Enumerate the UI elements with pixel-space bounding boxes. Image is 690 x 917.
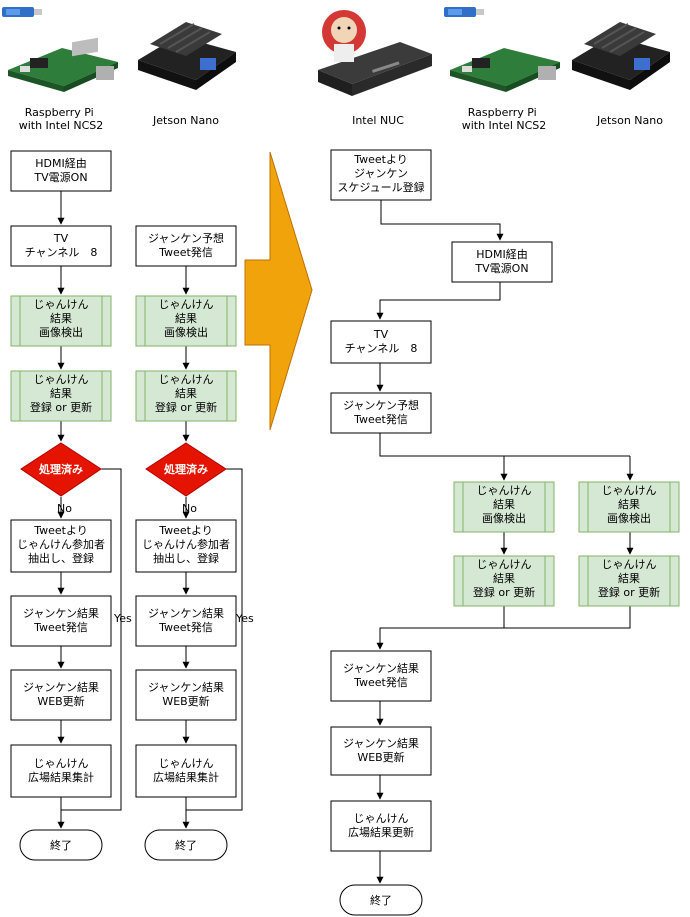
- node-jetson-end: 終了: [144, 829, 228, 861]
- svg-text:じゃんけん広場結果集計: じゃんけん広場結果集計: [153, 757, 219, 784]
- transition-arrow: [244, 151, 313, 431]
- intel-nuc-jenkins-icon: [318, 10, 432, 96]
- svg-text:終了: 終了: [175, 838, 197, 852]
- raspberry-pi-board-icon: [450, 48, 560, 92]
- label-rpi-yes: Yes: [113, 612, 132, 625]
- node-nuc-update: じゃんけん広場結果更新: [330, 800, 432, 852]
- svg-text:処理済み: 処理済み: [38, 462, 83, 476]
- header-left-jetson: Jetson Nano: [152, 114, 219, 127]
- svg-text:じゃんけん結果画像検出: じゃんけん結果画像検出: [159, 298, 214, 339]
- svg-text:じゃんけん結果登録 or 更新: じゃんけん結果登録 or 更新: [598, 558, 660, 599]
- label-rpi-no: No: [57, 502, 72, 515]
- svg-text:Tweetよりじゃんけん参加者抽出し、登録: Tweetよりじゃんけん参加者抽出し、登録: [17, 524, 105, 565]
- node-jetson-extract: Tweetよりじゃんけん参加者抽出し、登録: [135, 519, 237, 573]
- header-left-rpi: Raspberry Pi with Intel NCS2: [19, 106, 104, 132]
- node-rpi-aggregate: じゃんけん広場結果集計: [10, 744, 112, 798]
- svg-text:じゃんけん結果画像検出: じゃんけん結果画像検出: [602, 484, 657, 525]
- node-rpi-extract: Tweetよりじゃんけん参加者抽出し、登録: [10, 519, 112, 573]
- node-nuc-detect-rpi: じゃんけん結果画像検出: [453, 481, 555, 533]
- node-jetson-register: じゃんけん結果登録 or 更新: [135, 370, 237, 422]
- raspberry-pi-board-icon: [8, 37, 118, 92]
- jetson-nano-board-icon: [572, 22, 670, 90]
- node-rpi-detect: じゃんけん結果画像検出: [10, 295, 112, 347]
- node-jetson-decision: 処理済み: [145, 442, 227, 497]
- label-jetson-no: No: [182, 502, 197, 515]
- node-rpi-decision: 処理済み: [20, 442, 102, 497]
- svg-text:終了: 終了: [50, 838, 72, 852]
- node-nuc-detect-jetson: じゃんけん結果画像検出: [578, 481, 680, 533]
- svg-text:じゃんけん結果登録 or 更新: じゃんけん結果登録 or 更新: [473, 558, 535, 599]
- node-nuc-register-rpi: じゃんけん結果登録 or 更新: [453, 555, 555, 607]
- svg-text:じゃんけん結果画像検出: じゃんけん結果画像検出: [34, 298, 89, 339]
- usb-stick-icon: [444, 7, 484, 17]
- svg-text:じゃんけん広場結果集計: じゃんけん広場結果集計: [28, 757, 94, 784]
- svg-text:じゃんけん結果画像検出: じゃんけん結果画像検出: [477, 484, 532, 525]
- node-jetson-detect: じゃんけん結果画像検出: [135, 295, 237, 347]
- header-right-rpi: Raspberry Pi with Intel NCS2: [462, 106, 547, 132]
- svg-text:処理済み: 処理済み: [163, 462, 208, 476]
- node-jetson-aggregate: じゃんけん広場結果集計: [135, 744, 237, 798]
- svg-text:じゃんけん広場結果更新: じゃんけん広場結果更新: [348, 812, 414, 839]
- header-right-nuc: Intel NUC: [352, 114, 404, 127]
- node-rpi-register: じゃんけん結果登録 or 更新: [10, 370, 112, 422]
- node-nuc-schedule: Tweetよりジャンケンスケジュール登録: [330, 149, 432, 201]
- svg-text:じゃんけん結果登録 or 更新: じゃんけん結果登録 or 更新: [155, 373, 217, 414]
- label-jetson-yes: Yes: [235, 612, 254, 625]
- header-right-jetson: Jetson Nano: [596, 114, 663, 127]
- usb-stick-icon: [2, 7, 42, 17]
- svg-text:終了: 終了: [370, 893, 392, 907]
- svg-text:Tweetよりジャンケンスケジュール登録: Tweetよりジャンケンスケジュール登録: [337, 153, 424, 194]
- svg-text:じゃんけん結果登録 or 更新: じゃんけん結果登録 or 更新: [30, 373, 92, 414]
- node-nuc-register-jetson: じゃんけん結果登録 or 更新: [578, 555, 680, 607]
- jetson-nano-board-icon: [138, 22, 236, 90]
- node-rpi-end: 終了: [19, 829, 103, 861]
- connector-lines: [57, 191, 634, 884]
- svg-text:Tweetよりじゃんけん参加者抽出し、登録: Tweetよりじゃんけん参加者抽出し、登録: [142, 524, 230, 565]
- node-nuc-end: 終了: [339, 884, 423, 916]
